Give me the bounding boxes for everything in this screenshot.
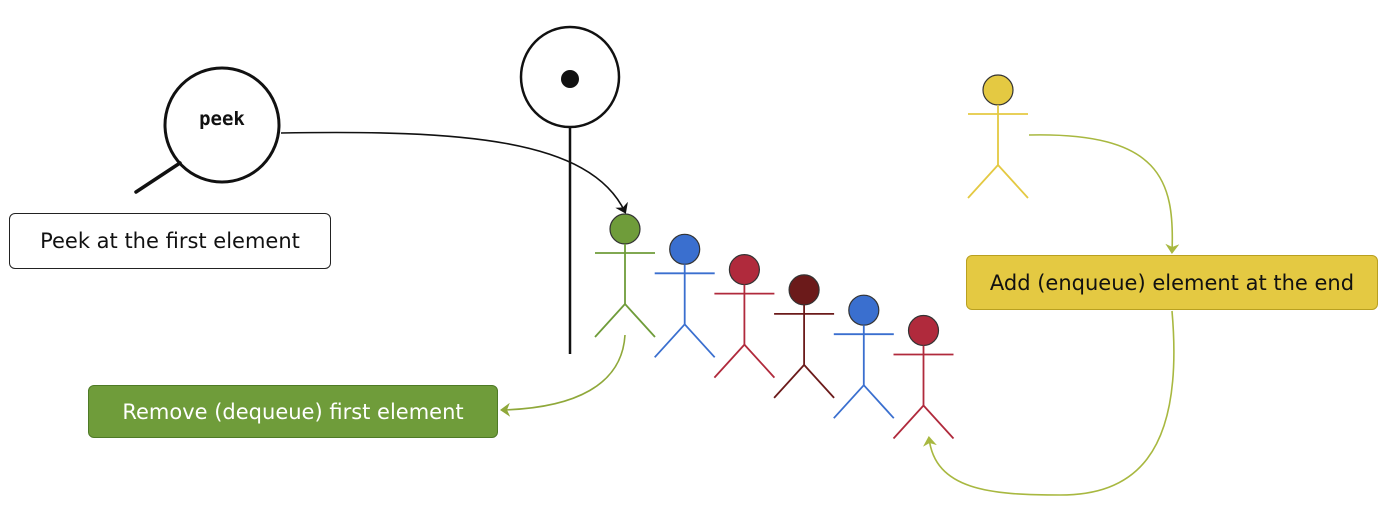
peek-label-box: Peek at the first element	[9, 213, 331, 269]
add-label-box: Add (enqueue) element at the end	[966, 255, 1378, 310]
queue-people	[594, 213, 955, 440]
remove-label-box: Remove (dequeue) first element	[88, 385, 498, 438]
stick-person-icon	[967, 74, 1029, 199]
stick-person-icon	[594, 213, 656, 338]
peek-icon-label: peek	[199, 108, 245, 130]
incoming-person	[967, 74, 1029, 199]
add-arrow	[1028, 134, 1180, 254]
enqueue-arrow	[922, 310, 1175, 496]
magnifier-icon	[134, 66, 281, 194]
queue-pole-sign-icon	[519, 25, 621, 354]
stick-person-icon	[654, 233, 716, 358]
remove-arrow	[500, 334, 626, 417]
peek-arrow	[280, 131, 628, 214]
stick-person-icon	[833, 294, 895, 419]
stick-person-icon	[713, 254, 776, 379]
stick-person-icon	[773, 274, 835, 399]
stick-person-icon	[892, 314, 955, 440]
